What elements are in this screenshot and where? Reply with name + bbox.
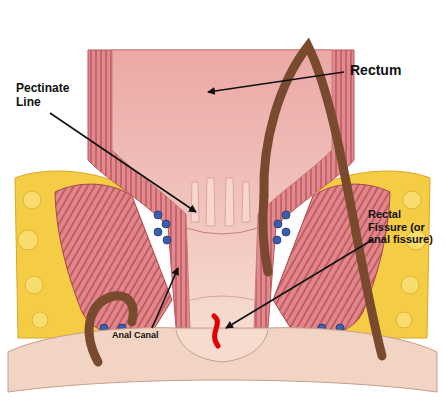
leader-line [152,268,178,328]
part-label: Rectum [350,62,430,78]
leader-line [226,240,372,328]
part-label: Anal Canal [112,330,182,340]
leader-line [208,72,344,92]
leader-line [50,113,196,212]
part-label: Rectal Fissure (or anal fissure) [368,208,438,246]
part-label: Pectinate Line [16,82,88,110]
